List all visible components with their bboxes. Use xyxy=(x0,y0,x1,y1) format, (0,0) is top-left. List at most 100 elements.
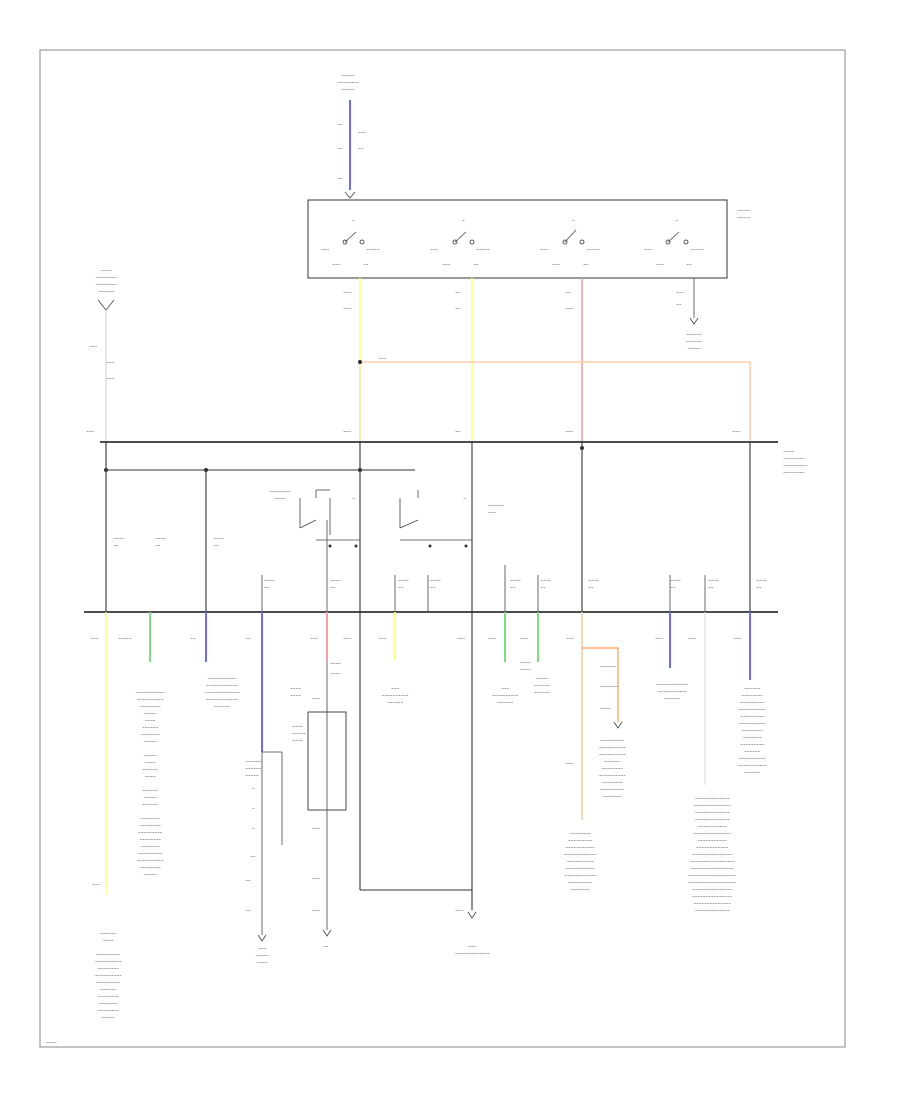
svg-text:~~~~: ~~~~ xyxy=(756,578,767,583)
svg-text:~~: ~~ xyxy=(565,290,571,295)
svg-text:~~~: ~~~ xyxy=(501,686,509,691)
svg-text:~~~~~~~~~~~: ~~~~~~~~~~~ xyxy=(565,866,595,871)
svg-text:~~~~~~~~: ~~~~~~~~ xyxy=(139,704,161,709)
svg-text:~~~~~~~~~~~~~~: ~~~~~~~~~~~~~~ xyxy=(693,831,731,836)
svg-text:~~~~~~~~~~: ~~~~~~~~~~ xyxy=(739,756,766,761)
svg-text:~~~~~~~: ~~~~~~~ xyxy=(141,816,160,821)
ignition-switch: ~~~~~ ~~~~~ ~ ~~~~~~~~ ~~~~~ ~ ~~~~~~~~ … xyxy=(307,199,751,279)
svg-text:~~~~~~: ~~~~~~ xyxy=(744,770,760,775)
svg-text:~~~~~~~~~~~~~: ~~~~~~~~~~~~~ xyxy=(455,951,490,956)
svg-text:~~~~~~~~~~~: ~~~~~~~~~~~ xyxy=(657,689,687,694)
svg-text:~~~~~: ~~~~~ xyxy=(341,73,355,78)
svg-text:~~~: ~~~ xyxy=(457,636,465,641)
svg-text:~~: ~~ xyxy=(510,585,516,590)
svg-text:~~~~~~: ~~~~~~ xyxy=(142,788,158,793)
svg-text:~~~~~~~: ~~~~~~~ xyxy=(603,794,622,799)
svg-text:~~~~~~~~~: ~~~~~~~~~ xyxy=(96,980,120,985)
svg-text:~~~~~: ~~~~~ xyxy=(118,636,132,641)
svg-text:~~: ~~ xyxy=(686,262,692,267)
svg-text:~~~~~~: ~~~~~~ xyxy=(744,749,760,754)
svg-text:~~~~: ~~~~ xyxy=(155,536,166,541)
svg-text:~~~~~~: ~~~~~~ xyxy=(98,289,114,294)
svg-text:~~~~~: ~~~~~ xyxy=(143,872,157,877)
svg-text:~~~: ~~~ xyxy=(343,290,351,295)
svg-text:~~~~~~~~~: ~~~~~~~~~ xyxy=(740,714,764,719)
svg-text:~~~~: ~~~~ xyxy=(430,578,441,583)
svg-text:~~~: ~~~ xyxy=(644,247,652,252)
svg-text:~~~~~~~~~~: ~~~~~~~~~~ xyxy=(137,858,164,863)
svg-text:~~~~~~~~~~~: ~~~~~~~~~~~ xyxy=(565,845,595,850)
svg-text:~~~~~~~~: ~~~~~~~~ xyxy=(139,823,161,828)
svg-text:~~~~: ~~~~ xyxy=(600,706,611,711)
svg-text:~~~~~~~~: ~~~~~~~~ xyxy=(97,966,119,971)
svg-text:~~~~: ~~~~ xyxy=(257,960,268,965)
svg-text:~~~~~~~~~~~~~~~~~: ~~~~~~~~~~~~~~~~~ xyxy=(689,859,735,864)
svg-text:~~~~~~~~: ~~~~~~~~ xyxy=(95,275,117,280)
svg-text:~~~~~~~: ~~~~~~~ xyxy=(571,887,590,892)
svg-text:~~~~~~~~~~~~: ~~~~~~~~~~~~ xyxy=(206,697,239,702)
svg-text:~~: ~~ xyxy=(245,908,251,913)
note-col8: ~~~~~~ ~~~~~~~~ ~~~~~~~~~ ~~~~~~~~~~ ~~~… xyxy=(737,686,767,775)
svg-text:~~~~~~~~~~~~~: ~~~~~~~~~~~~~ xyxy=(695,908,730,913)
svg-text:~~: ~~ xyxy=(455,306,461,311)
svg-text:~: ~ xyxy=(252,826,255,831)
svg-text:~~~: ~~~ xyxy=(86,429,94,434)
svg-text:~~~: ~~~ xyxy=(488,510,496,515)
svg-text:~: ~ xyxy=(572,218,575,223)
svg-text:~~~~~: ~~~~~ xyxy=(143,753,157,758)
svg-text:~: ~ xyxy=(352,496,355,501)
svg-text:~~~~~~: ~~~~~~ xyxy=(686,339,702,344)
svg-text:~~~~~~~~~~: ~~~~~~~~~~ xyxy=(137,697,164,702)
svg-text:~~~: ~~~ xyxy=(92,882,100,887)
svg-text:~~~~~~~~: ~~~~~~~~ xyxy=(783,456,805,461)
svg-text:~~: ~~ xyxy=(337,176,343,181)
svg-text:~~~~~~~~~: ~~~~~~~~~ xyxy=(740,742,764,747)
svg-text:~~~~: ~~~~ xyxy=(292,724,303,729)
svg-text:~: ~ xyxy=(462,218,465,223)
svg-text:~~~: ~~~ xyxy=(565,306,573,311)
svg-text:~~~~~~: ~~~~~~ xyxy=(142,802,158,807)
svg-text:~~~~~: ~~~~~ xyxy=(737,208,751,213)
svg-text:~~~~~~: ~~~~~~ xyxy=(245,759,261,764)
svg-text:~~~~~~~~~~: ~~~~~~~~~~ xyxy=(599,752,626,757)
svg-text:~~~: ~~~ xyxy=(378,356,386,361)
svg-text:~: ~ xyxy=(352,218,355,223)
svg-text:~~~~~~: ~~~~~~ xyxy=(142,767,158,772)
switch-pole-4: ~ ~~~~~~~~ ~~~~~ xyxy=(644,218,704,267)
svg-text:~~~~: ~~~~ xyxy=(330,578,341,583)
svg-text:~~~~~~~~~~~~~: ~~~~~~~~~~~~~ xyxy=(695,796,730,801)
svg-text:~~~: ~~~ xyxy=(332,262,340,267)
note-center-bottom: ~~~ ~~~ ~~~~~~~~~~~~~ xyxy=(455,908,490,956)
svg-text:~~~~~~~~: ~~~~~~~~ xyxy=(569,831,591,836)
svg-text:~~: ~~ xyxy=(337,146,343,151)
svg-text:~~~~~~~~~~: ~~~~~~~~~~ xyxy=(739,721,766,726)
svg-text:~~~~~~~~~~: ~~~~~~~~~~ xyxy=(95,959,122,964)
svg-text:~~~: ~~~ xyxy=(676,290,684,295)
svg-text:~~~~~~~~~: ~~~~~~~~~ xyxy=(600,738,624,743)
svg-text:~~: ~~ xyxy=(430,585,436,590)
svg-text:~~~~~~~~~~~~: ~~~~~~~~~~~~ xyxy=(696,845,729,850)
svg-text:~~~~: ~~~~ xyxy=(113,536,124,541)
svg-text:~~~: ~~~ xyxy=(488,636,496,641)
svg-text:~~~~~: ~~~~~ xyxy=(737,215,751,220)
note-col5: ~~~ ~~~~~~~~~~ ~~~~~~ ~~~~ ~~~~ ~~~~~ ~~… xyxy=(492,660,551,705)
svg-text:~~~: ~~~ xyxy=(391,686,399,691)
svg-text:~~~~: ~~~~ xyxy=(510,578,521,583)
svg-text:~~~~~~~~~~~: ~~~~~~~~~~~ xyxy=(737,763,767,768)
svg-text:~~~: ~~~ xyxy=(312,696,320,701)
svg-text:~~~~: ~~~~ xyxy=(290,686,301,691)
svg-text:~~~~~~~~~~~~~~~: ~~~~~~~~~~~~~~~ xyxy=(692,894,733,899)
top-power-feed: ~~~~~ ~~~~~~~~ ~~~~~ ~~~~~ ~~~~ ~~ xyxy=(337,73,366,199)
svg-text:~~~~~: ~~~~~ xyxy=(101,1015,115,1020)
svg-text:~~~~~~~~~: ~~~~~~~~~ xyxy=(568,838,592,843)
svg-text:~~~~: ~~~~ xyxy=(540,578,551,583)
svg-text:~~~~~~~~~~~~~~: ~~~~~~~~~~~~~~ xyxy=(693,803,731,808)
svg-text:~~~: ~~~ xyxy=(656,262,664,267)
svg-text:~~~~~~~~~~: ~~~~~~~~~~ xyxy=(599,745,626,750)
svg-text:~~~~: ~~~~ xyxy=(398,578,409,583)
svg-text:~~~~~~: ~~~~~~ xyxy=(686,332,702,337)
svg-text:~~~~: ~~~~ xyxy=(520,667,531,672)
svg-text:~~: ~~ xyxy=(670,585,676,590)
switch-pole-2: ~ ~~~~~~~~ ~~~~~ xyxy=(430,218,490,267)
